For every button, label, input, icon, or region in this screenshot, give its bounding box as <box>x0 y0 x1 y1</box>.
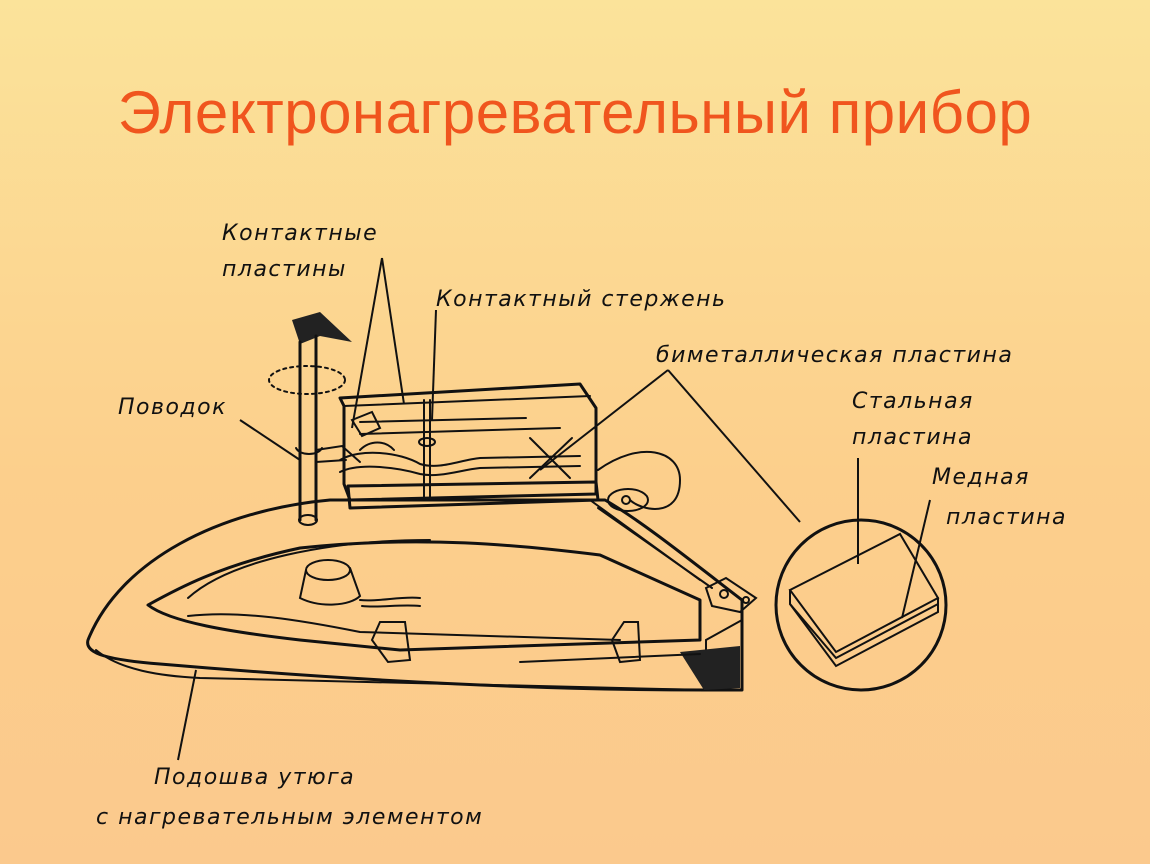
label-steel-plate-line2: пластина <box>852 425 973 450</box>
label-soleplate-line1: Подошва утюга <box>154 765 355 790</box>
leader-lines <box>177 257 931 761</box>
label-soleplate-line2: с нагревательным элементом <box>96 805 483 830</box>
iron-soleplate <box>86 498 758 692</box>
label-contact-rod: Контактный стержень <box>436 287 727 312</box>
label-steel-plate-line1: Стальная <box>852 389 974 414</box>
label-copper-plate-line1: Медная <box>932 465 1030 490</box>
slide-title: Электронагревательный прибор <box>117 79 1033 146</box>
label-bimetal-plate: биметаллическая пластина <box>656 343 1013 368</box>
adjuster-shaft <box>268 312 361 526</box>
label-contact-plates-line1: Контактные <box>222 221 378 246</box>
label-copper-plate-line2: пластина <box>946 505 1067 530</box>
label-leash: Поводок <box>118 395 227 420</box>
label-contact-plates-line2: пластины <box>222 257 347 282</box>
bimetal-magnifier <box>774 518 948 692</box>
thermostat-assembly <box>338 382 713 589</box>
diagram-labels: Контактные пластины Контактный стержень … <box>96 221 1067 830</box>
